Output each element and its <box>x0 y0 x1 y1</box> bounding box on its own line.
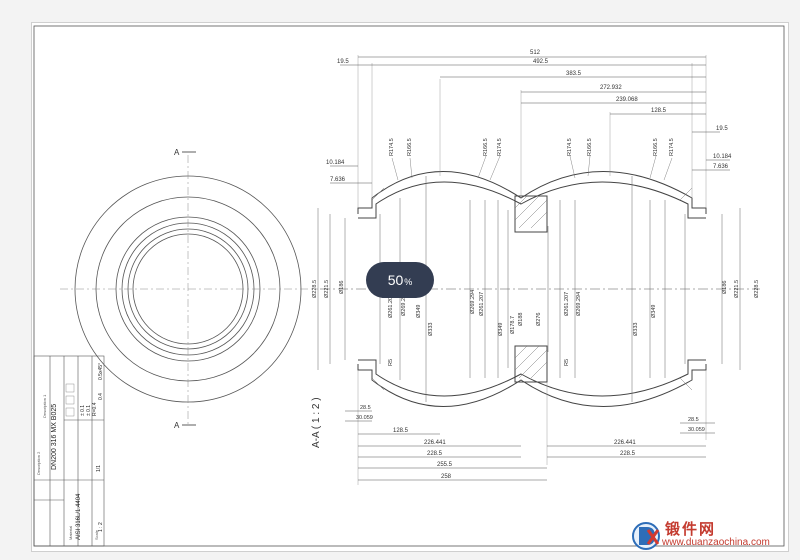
radius-1: R174.5 <box>389 138 395 156</box>
section-marker-top: A <box>174 148 180 157</box>
dia-right-4: Ø349 <box>651 305 657 318</box>
radius-2: R166.5 <box>407 138 413 156</box>
tb-description1-label: Description 1 <box>42 394 47 418</box>
dim-10-184-left: 10.184 <box>326 160 345 166</box>
watermark-url: www.duanzaochina.com <box>662 537 770 548</box>
watermark-logo <box>632 522 660 550</box>
sheet-border <box>33 25 785 547</box>
dia-mid-2: Ø269.294 <box>470 290 476 314</box>
dia-mid-5: Ø188 <box>518 313 524 326</box>
dia-left-2: Ø221.5 <box>324 280 330 298</box>
tb-tol-4: 0.4 <box>98 393 104 400</box>
tb-tol-2: ± 0.1 <box>86 405 92 416</box>
radius-8: R174.5 <box>669 138 675 156</box>
dia-right-6: Ø221.5 <box>734 280 740 298</box>
dia-left-1: Ø228.5 <box>312 280 318 298</box>
top-dimension-lines <box>330 56 730 184</box>
bellows-upper-inner <box>358 181 706 219</box>
dia-left-7: Ø349 <box>416 305 422 318</box>
dia-left-3: Ø186 <box>339 281 345 294</box>
tb-tol-1: ± 0.1 <box>80 405 86 416</box>
bellows-lower-inner <box>358 359 706 397</box>
radius-5: R174.5 <box>567 138 573 156</box>
dim-28-5-right: 28.5 <box>688 417 699 423</box>
bottom-dimension-lines <box>345 410 715 481</box>
dim-bottom-255-5: 255.5 <box>437 462 453 468</box>
watermark-dx-icon <box>632 522 660 550</box>
zoom-value: 50 <box>387 272 404 288</box>
dim-30-059-right: 30.059 <box>688 427 705 433</box>
tb-description1-value: DN200 316 MX B025 <box>51 404 58 470</box>
dia-mid-1: Ø261.207 <box>479 292 485 316</box>
section-marker-bottom: A <box>174 421 180 430</box>
dim-10-184-right: 10.184 <box>713 154 732 160</box>
label-r5-left: R5 <box>388 359 394 366</box>
dim-bottom-228-5-left: 228.5 <box>427 451 443 457</box>
dia-right-7: Ø228.5 <box>754 280 760 298</box>
tb-sheet-value: 1/1 <box>96 465 102 472</box>
dia-left-6: Ø333 <box>428 323 434 336</box>
dim-512: 512 <box>530 50 541 56</box>
tb-material-label: Material <box>68 526 73 540</box>
dim-383-5: 383.5 <box>566 71 582 77</box>
dim-492-5: 492.5 <box>533 59 549 65</box>
radius-7: R166.5 <box>653 138 659 156</box>
tb-description2-label: Description 2 <box>36 451 41 475</box>
dia-mid-3: Ø349 <box>498 323 504 336</box>
radius-leaders <box>391 155 673 181</box>
dia-left-4: Ø261.207 <box>388 294 394 318</box>
dim-7-636-left: 7.636 <box>330 177 346 183</box>
extension-lines <box>357 55 707 485</box>
dim-30-059-left: 30.059 <box>356 415 373 421</box>
mid-flange-lower <box>514 345 548 383</box>
bellows-upper <box>357 171 707 233</box>
radius-4: R174.5 <box>497 138 503 156</box>
dia-mid-4: Ø178.7 <box>510 316 516 334</box>
watermark-brand: 锻件网 <box>665 520 717 538</box>
dia-right-3: Ø333 <box>633 323 639 336</box>
dia-left-5: Ø269.294 <box>401 292 407 316</box>
dim-128-5: 128.5 <box>651 108 667 114</box>
dia-mid-6: Ø276 <box>536 313 542 326</box>
zoom-indicator: 50% <box>366 262 434 298</box>
section-view-title: A-A ( 1 : 2 ) <box>311 397 322 448</box>
dim-28-5-left: 28.5 <box>360 405 371 411</box>
tb-tol-5: 0.5x45° <box>98 363 104 380</box>
dia-right-5: Ø186 <box>722 281 728 294</box>
tb-tol-3: R=0.4 <box>92 402 98 416</box>
bellows-lower-outer <box>357 364 707 407</box>
tb-scale-value: 1 : 2 <box>98 522 104 532</box>
title-block-symbols <box>65 383 75 417</box>
dia-right-1: Ø269.294 <box>576 292 582 316</box>
bellows-lower <box>357 345 707 407</box>
dim-7-636-right: 7.636 <box>713 164 729 170</box>
dim-bottom-226-441-right: 226.441 <box>614 440 636 446</box>
dim-19-5-left: 19.5 <box>337 59 349 65</box>
radius-6: R166.5 <box>587 138 593 156</box>
dim-239-068: 239.068 <box>616 97 638 103</box>
label-r5-right: R5 <box>564 359 570 366</box>
dim-bottom-128-5: 128.5 <box>393 428 409 434</box>
tb-material-value: AISI 316L/1.4404 <box>76 493 82 540</box>
dim-19-5-right: 19.5 <box>716 126 728 132</box>
section-hatching <box>371 187 693 391</box>
bellows-upper-outer <box>357 171 707 214</box>
dim-bottom-226-441-left: 226.441 <box>424 440 446 446</box>
zoom-unit: % <box>404 276 413 287</box>
dim-bottom-258: 258 <box>441 474 452 480</box>
diameter-dimension-lines <box>317 176 741 402</box>
radius-3: R166.5 <box>483 138 489 156</box>
dim-bottom-228-5-right: 228.5 <box>620 451 636 457</box>
dia-right-2: Ø261.207 <box>564 292 570 316</box>
title-block <box>33 355 105 547</box>
title-block-frame <box>33 355 105 547</box>
dim-272-932: 272.932 <box>600 85 622 91</box>
end-view-centerlines <box>60 155 318 425</box>
tb-scale-label: Scale <box>94 529 99 540</box>
section-cut-marks <box>182 151 196 426</box>
mid-flange-upper <box>514 195 548 233</box>
